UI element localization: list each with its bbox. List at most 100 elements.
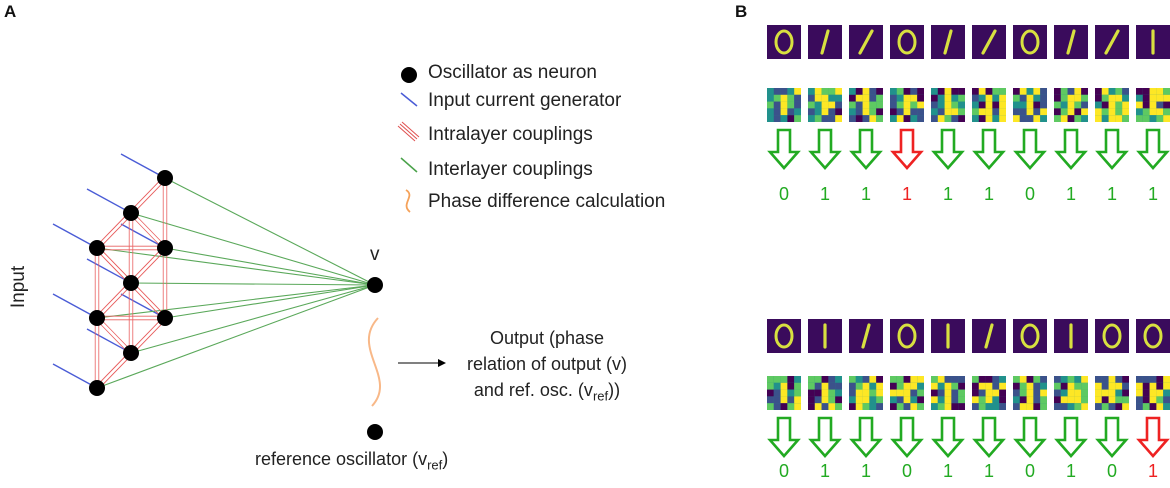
feature-map-cell (1019, 376, 1027, 383)
feature-map-cell (1156, 88, 1164, 95)
feature-map-cell (1033, 108, 1041, 116)
feature-map-cell (869, 403, 877, 410)
feature-map-cell (780, 376, 788, 383)
feature-map-cell (1013, 94, 1020, 102)
classification-arrow (890, 416, 924, 458)
classification-arrow (931, 416, 965, 458)
feature-map-cell (999, 389, 1006, 397)
feature-map-cell (1142, 403, 1150, 410)
feature-map-cell (985, 108, 993, 116)
feature-map-cell (862, 108, 870, 116)
feature-map-cell (903, 108, 911, 116)
feature-map-cell (917, 108, 924, 116)
feature-map-cell (931, 389, 938, 397)
feature-map-cell (1013, 376, 1020, 383)
feature-map-cell (1054, 88, 1061, 95)
feature-map-cell (794, 396, 801, 404)
feature-map-cell (890, 108, 897, 116)
feature-map-cell (828, 396, 836, 404)
classification-arrow (1136, 128, 1170, 170)
feature-map-cell (849, 403, 856, 410)
feature-map-cell (951, 389, 959, 397)
feature-map-cell (1081, 382, 1088, 390)
feature-map-cell (849, 396, 856, 404)
feature-map-cell (862, 389, 870, 397)
prediction-label: 0 (1024, 461, 1035, 481)
panel-a-label: A (4, 2, 17, 21)
feature-map-cell (787, 94, 795, 102)
feature-map-cell (794, 115, 801, 122)
feature-map-cell (985, 88, 993, 95)
feature-map-cell (931, 94, 938, 102)
feature-map-cell (814, 403, 822, 410)
feature-map-cell (972, 396, 979, 404)
feature-map-cell (828, 403, 836, 410)
feature-map-cell (1156, 389, 1164, 397)
feature-map-cell (1026, 108, 1034, 116)
feature-map-cell (992, 108, 1000, 116)
feature-map-cell (985, 403, 993, 410)
feature-map-cell (903, 101, 911, 109)
classification-arrow (1013, 128, 1047, 170)
feature-map-cell (780, 94, 788, 102)
feature-map-cell (1013, 101, 1020, 109)
legend-input-icon (400, 92, 418, 107)
feature-map-cell (855, 108, 863, 116)
feature-map-cell (767, 115, 774, 122)
feature-map-cell (992, 396, 1000, 404)
input-current-line (86, 188, 132, 214)
feature-map-cell (862, 115, 870, 122)
feature-map-cell (1142, 382, 1150, 390)
feature-map-cell (937, 382, 945, 390)
feature-map-cell (849, 101, 856, 109)
feature-map-cell (931, 101, 938, 109)
intralayer-coupling (132, 178, 167, 215)
feature-map-cell (890, 382, 897, 390)
feature-map-cell (876, 115, 883, 122)
feature-map-cell (985, 389, 993, 397)
feature-map-cell (855, 403, 863, 410)
feature-map-cell (849, 115, 856, 122)
feature-map-cell (1040, 101, 1047, 109)
output-line-2: relation of output (v) (466, 354, 628, 374)
feature-map-cell (931, 115, 938, 122)
feature-map-cell (1026, 382, 1034, 390)
feature-map-cell (999, 94, 1006, 102)
feature-map-cell (1033, 396, 1041, 404)
feature-map-cell (821, 403, 829, 410)
feature-map-cell (1108, 389, 1116, 397)
feature-map-cell (1067, 403, 1075, 410)
feature-map-cell (1122, 115, 1129, 122)
feature-map-cell (944, 382, 952, 390)
feature-map-cell (808, 389, 815, 397)
feature-map-cell (1156, 94, 1164, 102)
feature-map-cell (767, 108, 774, 116)
classification-arrow (1095, 416, 1129, 458)
feature-map-cell (1040, 88, 1047, 95)
feature-map-cell (1040, 376, 1047, 383)
prediction-label: 1 (860, 184, 871, 204)
feature-map-cell (1074, 94, 1082, 102)
feature-map-cell (1108, 88, 1116, 95)
feature-map-cell (903, 396, 911, 404)
neuron-oscillator-node (123, 275, 139, 291)
prediction-label: 0 (901, 461, 912, 481)
feature-map-cell (821, 94, 829, 102)
feature-map-cell (1142, 389, 1150, 397)
feature-map-cell (794, 403, 801, 410)
feature-map-cell (985, 382, 993, 390)
prediction-label: 1 (860, 461, 871, 481)
feature-map-cell (978, 382, 986, 390)
feature-map-cell (1142, 101, 1150, 109)
feature-map-cell (944, 94, 952, 102)
feature-map-cell (1081, 403, 1088, 410)
feature-map-cell (780, 88, 788, 95)
feature-map-cell (1115, 108, 1123, 116)
feature-map-cell (999, 88, 1006, 95)
prediction-label: 1 (819, 184, 830, 204)
feature-map-cell (835, 88, 842, 95)
feature-map-cell (931, 382, 938, 390)
prediction-label: 1 (819, 461, 830, 481)
feature-map-cell (958, 115, 965, 122)
feature-map-cell (773, 396, 781, 404)
